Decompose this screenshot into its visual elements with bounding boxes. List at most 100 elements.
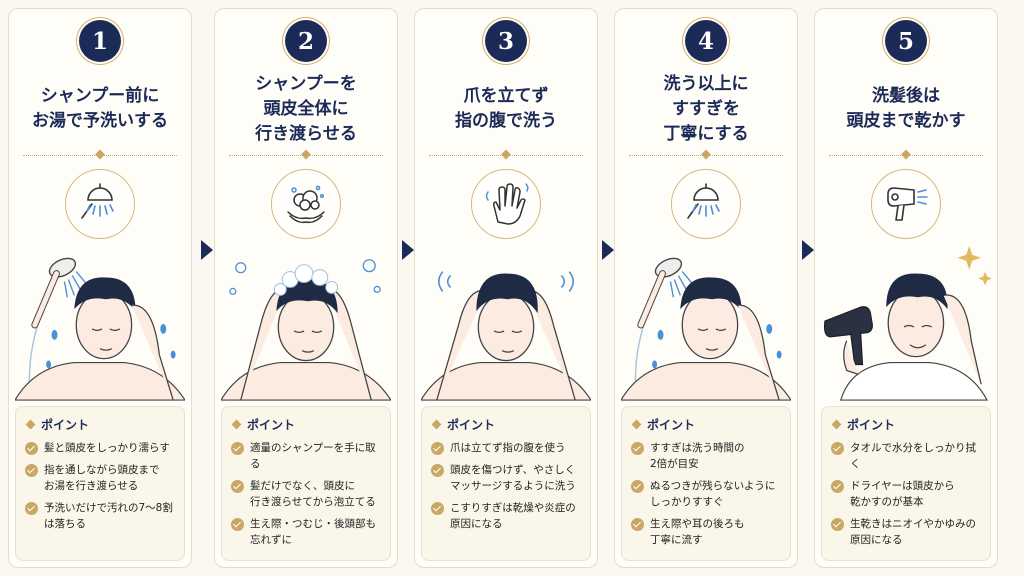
point-text: 生え際・つむじ・後頭部も 忘れずに [250,518,376,546]
step-title-line: すすぎを [672,98,740,119]
check-icon [631,517,644,531]
check-icon [231,517,244,531]
step-title-line: 頭皮全体に [263,98,349,119]
ornament-divider [229,149,383,160]
point-text: 生乾きはニオイやかゆみの 原因になる [850,518,976,546]
point-text: 髪と頭皮をしっかり濡らす [44,442,170,454]
step-card-4: 4 洗う以上に すすぎを 丁寧にする [614,8,798,568]
step-title-line: 行き渡らせる [255,123,357,144]
check-icon [231,441,244,455]
point-item: こすりすぎは乾燥や炎症の 原因になる [431,500,582,532]
point-text: タオルで水分をしっかり拭く [850,442,976,470]
check-icon [431,463,444,477]
arrow-right-icon [201,240,213,260]
illustration-man-lathering [221,245,391,401]
step-card-2: 2 シャンプーを 頭皮全体に 行き渡らせる [214,8,398,568]
illustration-man-rinsing [621,245,791,401]
point-item: 頭皮を傷つけず、やさしく マッサージするように洗う [431,462,582,494]
step-title-line: 丁寧にする [663,123,749,144]
step-number-badge: 5 [885,20,927,62]
shower-icon [671,169,741,239]
step-title: 爪を立てず 指の腹で洗う [415,69,597,149]
point-text: 生え際や耳の後ろも 丁寧に流す [650,518,745,546]
points-box: ポイント すすぎは洗う時間の 2倍が目安 ぬるつきが残らないように しっかりすす… [621,406,791,561]
point-item: 髪だけでなく、頭皮に 行き渡らせてから泡立てる [231,478,382,510]
check-icon [25,441,38,455]
check-icon [831,517,844,531]
step-title-line: シャンプー前に [40,86,160,106]
step-title-line: 指の腹で洗う [455,111,557,131]
check-icon [831,441,844,455]
points-label: ポイント [447,418,496,432]
step-title-line: シャンプーを [255,73,357,94]
points-header: ポイント [25,416,176,433]
points-box: ポイント タオルで水分をしっかり拭く ドライヤーは頭皮から 乾かすのが基本 生乾… [821,406,991,561]
step-title: 洗髪後は 頭皮まで乾かす [815,69,997,149]
point-item: 髪と頭皮をしっかり濡らす [25,440,176,456]
arrow-right-icon [602,240,614,260]
point-item: 生え際や耳の後ろも 丁寧に流す [631,516,782,548]
point-item: 生え際・つむじ・後頭部も 忘れずに [231,516,382,548]
arrow-right-icon [802,240,814,260]
point-item: 適量のシャンプーを手に取る [231,440,382,472]
ornament-divider [23,149,177,160]
step-card-1: 1 シャンプー前に お湯で予洗いする [8,8,192,568]
check-icon [25,501,38,515]
point-item: 指を通しながら頭皮まで お湯を行き渡らせる [25,462,176,494]
step-title: 洗う以上に すすぎを 丁寧にする [615,69,797,149]
foam-hands-icon [271,169,341,239]
step-title-line: お湯で予洗いする [32,111,168,131]
step-card-5: 5 洗髪後は 頭皮まで乾かす [814,8,998,568]
point-item: 予洗いだけで汚れの7〜8割 は落ちる [25,500,176,532]
step-number-badge: 3 [485,20,527,62]
steps-container: 1 シャンプー前に お湯で予洗いする [8,8,1016,568]
ornament-divider [629,149,783,160]
check-icon [631,479,644,493]
points-header: ポイント [231,416,382,433]
diamond-icon [231,419,242,430]
ornament-divider [429,149,583,160]
hand-icon [471,169,541,239]
point-item: すすぎは洗う時間の 2倍が目安 [631,440,782,472]
check-icon [631,441,644,455]
point-item: 生乾きはニオイやかゆみの 原因になる [831,516,982,548]
points-box: ポイント 髪と頭皮をしっかり濡らす 指を通しながら頭皮まで お湯を行き渡らせる … [15,406,185,561]
step-title-line: 洗髪後は [872,86,940,106]
points-header: ポイント [631,416,782,433]
point-item: タオルで水分をしっかり拭く [831,440,982,472]
illustration-man-massaging [421,245,591,401]
point-text: 予洗いだけで汚れの7〜8割 は落ちる [44,502,173,530]
diamond-icon [431,419,442,430]
points-header: ポイント [831,416,982,433]
shower-icon [65,169,135,239]
point-text: 指を通しながら頭皮まで お湯を行き渡らせる [44,464,160,492]
points-header: ポイント [431,416,582,433]
point-text: 爪は立てず指の腹を使う [450,442,566,454]
hair-dryer-icon [871,169,941,239]
points-box: ポイント 爪は立てず指の腹を使う 頭皮を傷つけず、やさしく マッサージするように… [421,406,591,561]
check-icon [25,463,38,477]
check-icon [431,501,444,515]
step-number-badge: 2 [285,20,327,62]
point-item: 爪は立てず指の腹を使う [431,440,582,456]
point-text: すすぎは洗う時間の 2倍が目安 [650,442,745,470]
illustration-man-drying [821,245,991,401]
step-card-3: 3 爪を立てず 指の腹で洗う ポイント [414,8,598,568]
point-item: ドライヤーは頭皮から 乾かすのが基本 [831,478,982,510]
diamond-icon [831,419,842,430]
step-title-line: 頭皮まで乾かす [846,111,966,131]
points-label: ポイント [847,418,896,432]
step-title: シャンプーを 頭皮全体に 行き渡らせる [215,69,397,149]
step-title-line: 洗う以上に [663,73,749,94]
check-icon [831,479,844,493]
check-icon [431,441,444,455]
point-text: ドライヤーは頭皮から 乾かすのが基本 [850,480,955,508]
check-icon [231,479,244,493]
point-text: 髪だけでなく、頭皮に 行き渡らせてから泡立てる [250,480,376,508]
ornament-divider [829,149,983,160]
step-number-badge: 4 [685,20,727,62]
points-label: ポイント [647,418,696,432]
illustration-man-rinsing [15,245,185,401]
diamond-icon [631,419,642,430]
points-label: ポイント [247,418,296,432]
